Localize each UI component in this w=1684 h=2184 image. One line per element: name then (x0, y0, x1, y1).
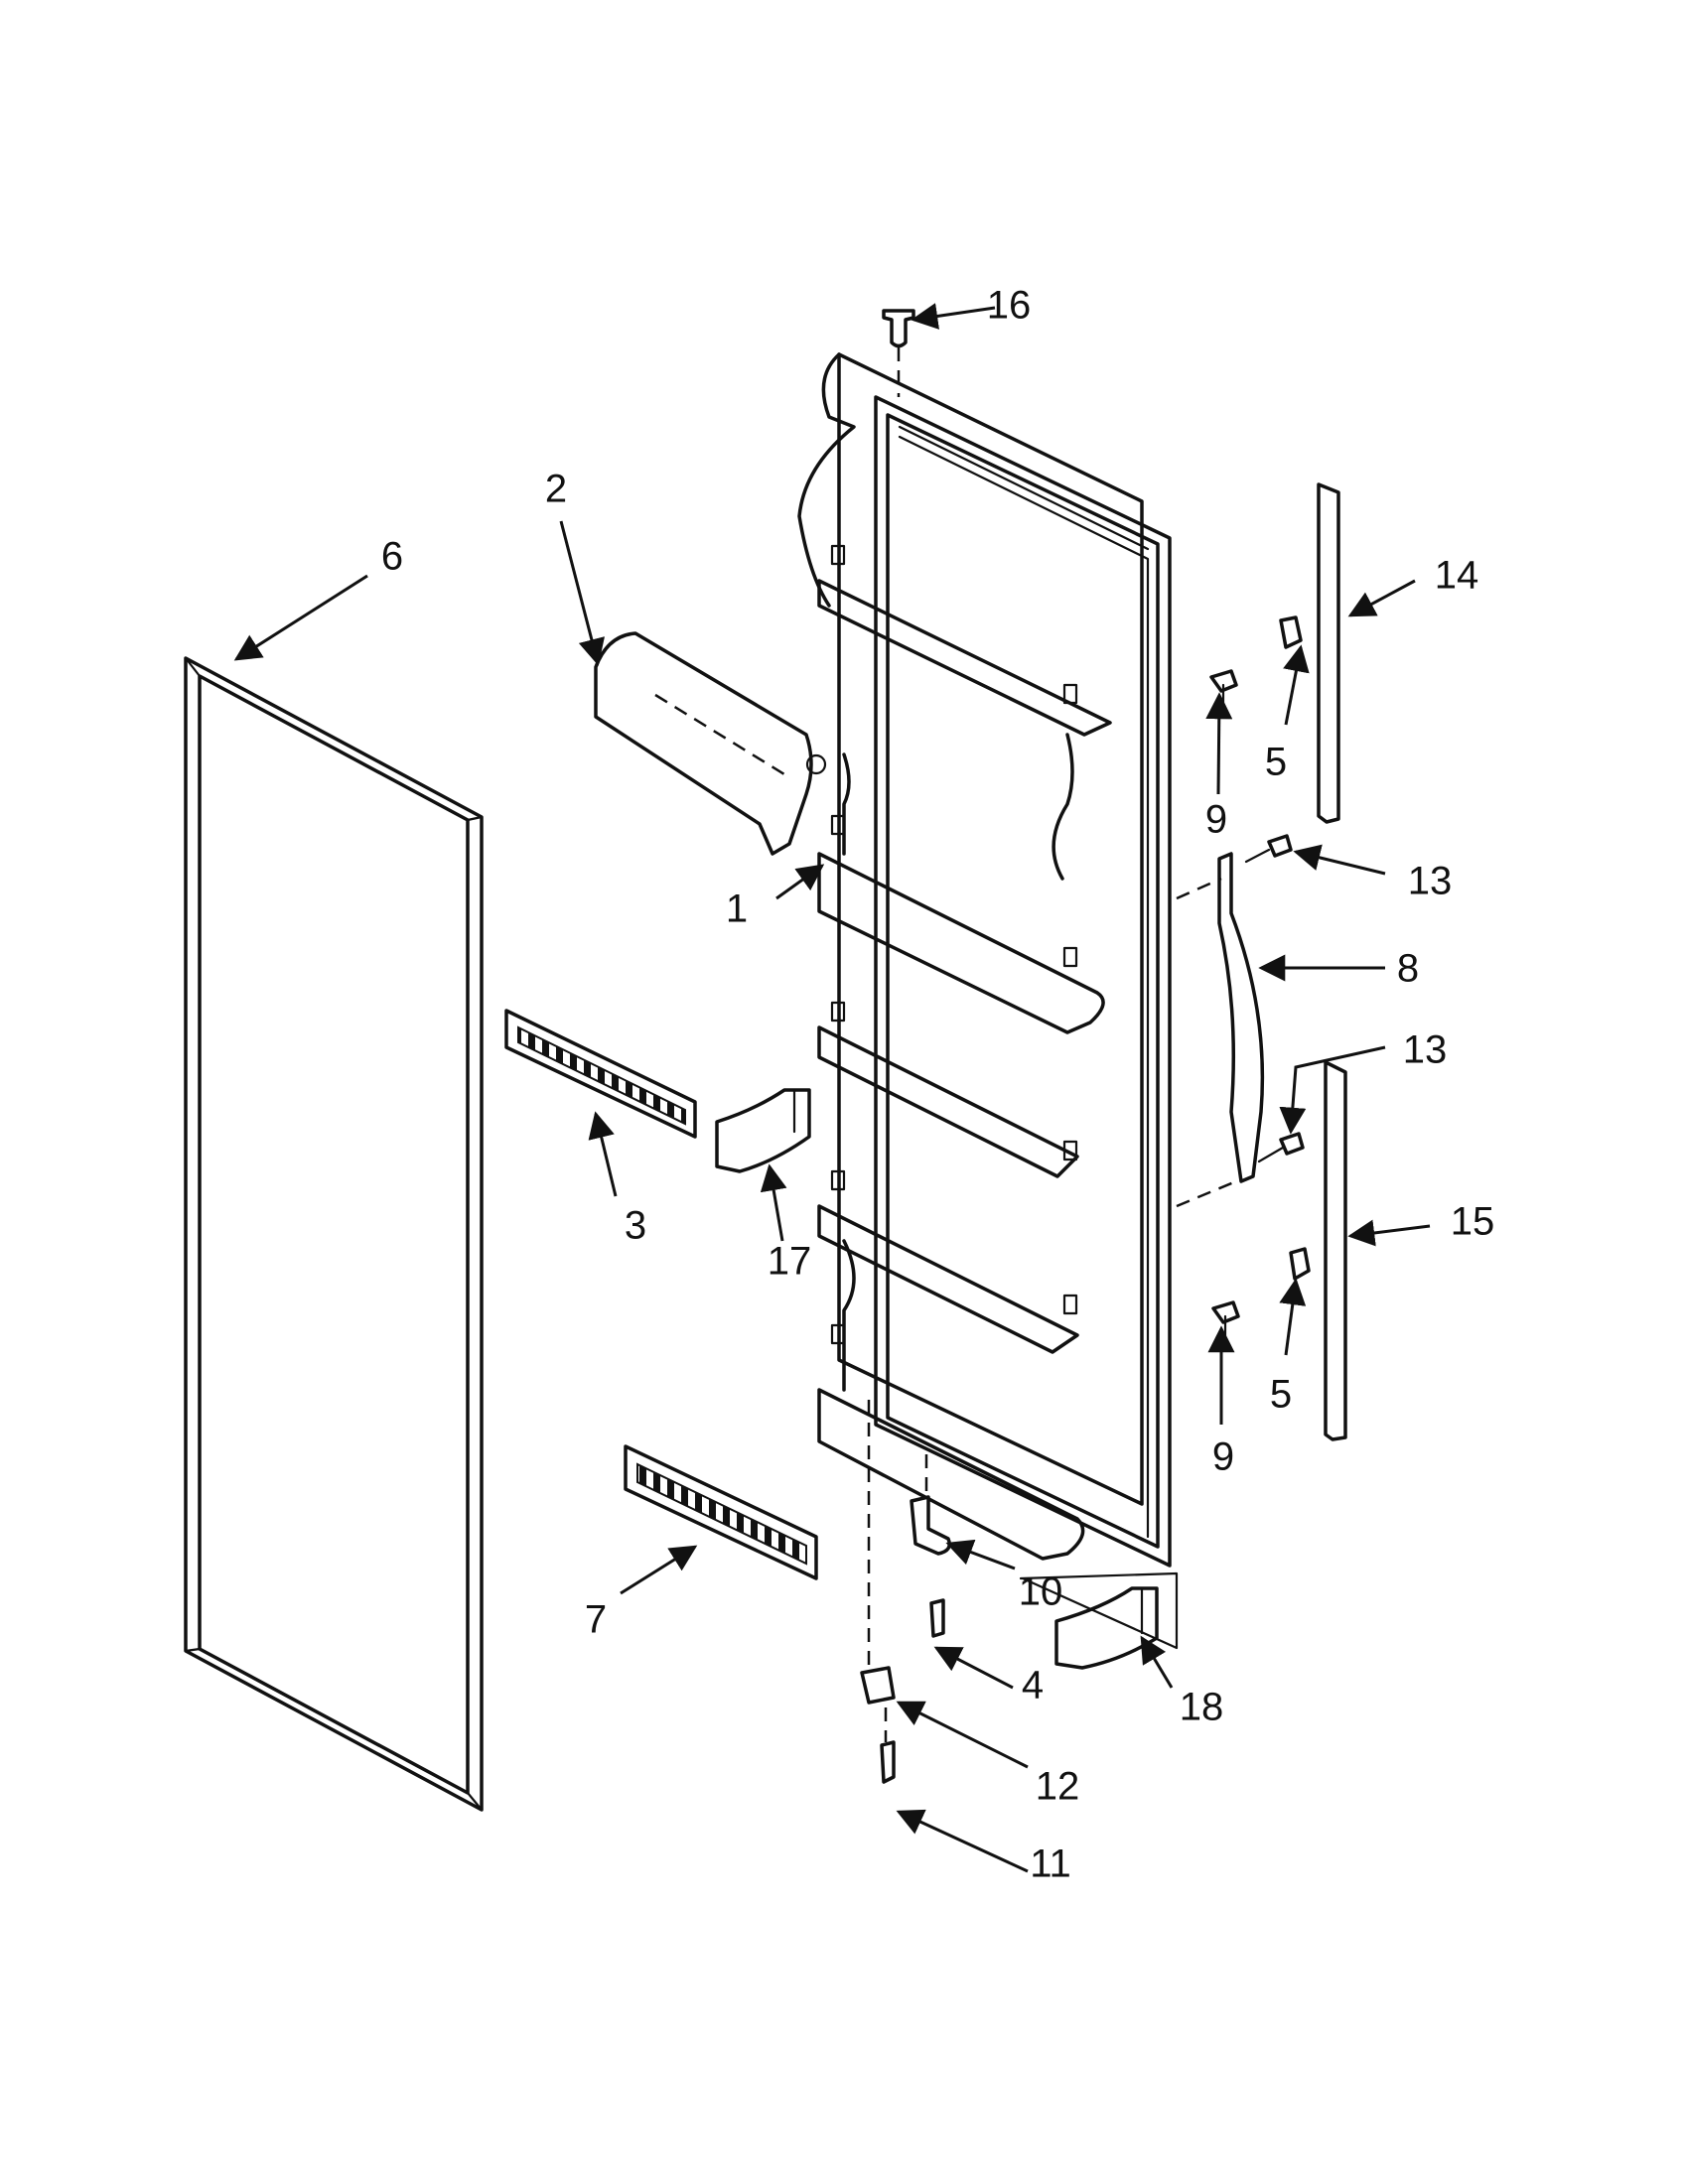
plug-16 (882, 309, 915, 397)
screw-13-upper (1244, 834, 1293, 864)
trim-strip-14 (1317, 482, 1340, 824)
screw-11 (880, 1707, 896, 1784)
callout-8: 8 (1397, 947, 1419, 991)
callout-13-upper: 13 (1408, 860, 1453, 903)
callout-9-lower: 9 (1212, 1435, 1234, 1479)
trim-strip-15 (1324, 1060, 1347, 1441)
callout-5-upper: 5 (1265, 741, 1287, 784)
callout-6: 6 (381, 535, 403, 579)
callout-10: 10 (1019, 1570, 1063, 1614)
leader-lines (233, 303, 1431, 1873)
screw-13-lower (1257, 1132, 1305, 1163)
upper-grille (504, 1009, 697, 1139)
door-liner (797, 352, 1179, 1650)
hinge-12 (860, 1400, 896, 1705)
callout-4: 4 (1022, 1664, 1044, 1707)
callout-3: 3 (625, 1204, 646, 1248)
callout-14: 14 (1435, 554, 1479, 598)
callout-12: 12 (1036, 1765, 1080, 1809)
screw-9-upper (1209, 669, 1238, 717)
callout-17: 17 (768, 1240, 812, 1284)
clip-5-upper (1279, 615, 1303, 649)
clip-5-lower (1289, 1247, 1311, 1281)
callout-9-upper: 9 (1205, 798, 1227, 842)
hinge-10 (910, 1454, 951, 1556)
callout-15: 15 (1451, 1200, 1495, 1244)
door-gasket (184, 656, 484, 1812)
callout-7: 7 (585, 1598, 607, 1642)
callout-labels: 1 2 3 4 5 5 6 7 8 9 9 10 11 12 13 13 14 … (381, 284, 1494, 1886)
screw-4 (929, 1598, 945, 1638)
callout-5-lower: 5 (1270, 1373, 1292, 1417)
callout-13-lower: 13 (1403, 1028, 1448, 1072)
callout-16: 16 (987, 284, 1032, 328)
lower-grille (624, 1444, 818, 1580)
shelf-end-cap-17 (715, 1088, 811, 1173)
callout-18: 18 (1180, 1686, 1224, 1729)
callout-11: 11 (1030, 1843, 1071, 1886)
dairy-door (594, 631, 827, 856)
callout-1: 1 (726, 887, 748, 931)
callout-2: 2 (545, 468, 567, 511)
door-handle (1176, 852, 1265, 1208)
screw-9-lower (1211, 1300, 1240, 1344)
